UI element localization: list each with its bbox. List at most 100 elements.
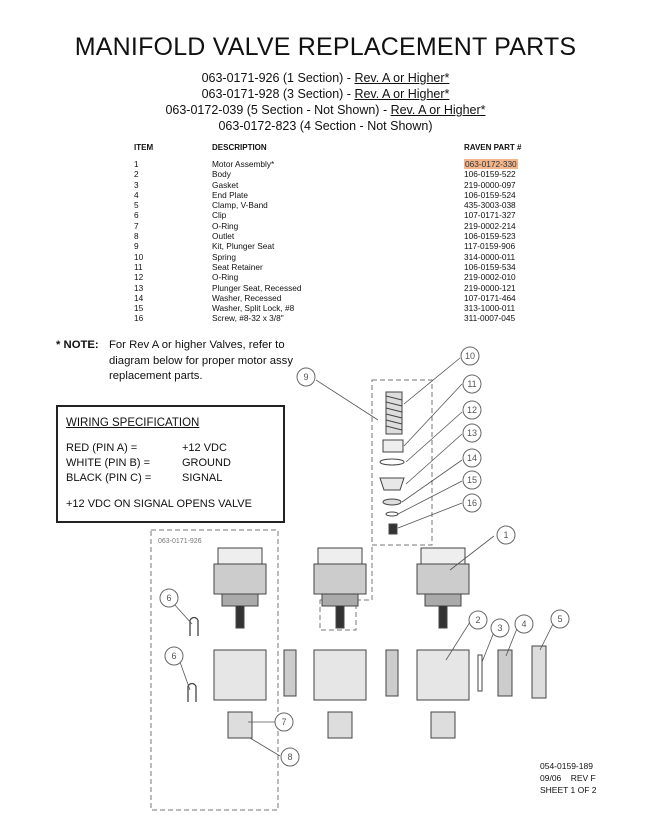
note-line: For Rev A or higher Valves, refer to — [109, 339, 285, 351]
subtitle-rev: Rev. A or Higher* — [390, 103, 486, 117]
callout-5 — [550, 609, 570, 629]
item-number: 2 — [134, 169, 139, 180]
leader-6b — [179, 661, 191, 691]
subtitle-rev: Rev. A or Higher* — [354, 71, 450, 85]
item-description: Outlet — [212, 231, 235, 242]
outlet-right — [430, 711, 456, 739]
leader-6a — [173, 603, 193, 625]
end-plate — [497, 649, 513, 697]
callout-14 — [462, 448, 482, 468]
leader-11 — [403, 383, 463, 447]
document-footer: 054-0159-189 09/06 REV F SHEET 1 OF 2 — [540, 760, 597, 796]
item-description: Clamp, V-Band — [212, 200, 268, 211]
date-revision: 09/06 REV F — [540, 773, 596, 783]
leader-4 — [505, 625, 519, 657]
plunger-seat-part — [379, 477, 405, 491]
motor-assembly-right — [416, 547, 470, 629]
wire-value: +12 VDC — [182, 442, 227, 454]
wiring-row: WHITE (PIN B) =GROUND — [66, 456, 283, 471]
v-band-clamp — [531, 645, 547, 699]
seat-retainer-part — [382, 439, 404, 453]
subtitle-prefix: 063-0172-823 (4 Section - Not Shown) — [218, 119, 433, 133]
callout-label: 1 — [503, 530, 508, 540]
wire-label: RED (PIN A) = — [66, 442, 138, 454]
callout-label: 12 — [467, 405, 477, 415]
callout-label: 8 — [287, 752, 292, 762]
note-line: diagram below for proper motor assy — [109, 354, 293, 367]
item-number: 15 — [134, 303, 144, 314]
kit-connector-line — [356, 545, 373, 601]
callout-9 — [296, 367, 316, 387]
item-number: 6 — [134, 210, 139, 221]
header-part: RAVEN PART # — [464, 143, 522, 152]
leader-8 — [249, 737, 281, 757]
motor-assembly-left — [213, 547, 267, 629]
leader-12 — [405, 411, 463, 463]
screw-part — [388, 523, 398, 535]
subtitle-rev: Rev. A or Higher* — [354, 87, 450, 101]
clip-lower — [187, 682, 197, 702]
wiring-specification-box: WIRING SPECIFICATION RED (PIN A) =+12 VD… — [56, 405, 285, 523]
leader-16 — [397, 502, 463, 529]
callout-label: 10 — [465, 351, 475, 361]
wiring-row: BLACK (PIN C) =SIGNAL — [66, 471, 283, 486]
callout-label: 5 — [557, 614, 562, 624]
item-number: 5 — [134, 200, 139, 211]
callout-label: 9 — [303, 372, 308, 382]
part-number: 219-0002-214 — [464, 220, 516, 231]
clip-upper — [189, 616, 199, 636]
callout-label: 3 — [497, 623, 502, 633]
part-number: 106-0159-523 — [464, 231, 516, 242]
callout-label: 6 — [166, 593, 171, 603]
leader-14 — [401, 459, 463, 503]
item-number: 4 — [134, 189, 139, 200]
item-description: Plunger Seat, Recessed — [212, 282, 302, 293]
callout-1 — [496, 525, 516, 545]
item-description: Screw, #8-32 x 3/8" — [212, 313, 284, 324]
item-description: O-Ring — [212, 272, 239, 283]
leader-9 — [315, 379, 379, 421]
valve-body-left — [213, 649, 267, 701]
callout-12 — [462, 400, 482, 420]
callout-3 — [490, 618, 510, 638]
item-number: 10 — [134, 251, 144, 262]
leader-13 — [405, 433, 463, 485]
subtitle-line-3: 063-0172-039 (5 Section - Not Shown) - R… — [0, 102, 651, 118]
header-item: ITEM — [134, 143, 154, 152]
callout-15 — [462, 470, 482, 490]
outlet-left — [227, 711, 253, 739]
leader-3 — [481, 631, 495, 663]
gasket-right — [477, 654, 483, 692]
subtitle-line-1: 063-0171-926 (1 Section) - Rev. A or Hig… — [0, 70, 651, 86]
callout-6 — [164, 646, 184, 666]
callout-label: 11 — [467, 379, 476, 389]
gasket-center — [385, 649, 399, 697]
item-description: Washer, Recessed — [212, 292, 282, 303]
page-title: MANIFOLD VALVE REPLACEMENT PARTS — [74, 33, 577, 61]
item-description: Spring — [212, 251, 236, 262]
outlet-center — [327, 711, 353, 739]
part-number: 106-0159-534 — [464, 261, 516, 272]
part-number: 219-0000-121 — [464, 282, 516, 293]
item-number: 11 — [134, 261, 143, 272]
part-number: 106-0159-522 — [464, 169, 516, 180]
item-description: Washer, Split Lock, #8 — [212, 303, 295, 314]
subtitle-line-4: 063-0172-823 (4 Section - Not Shown) — [0, 118, 651, 134]
lock-washer-part — [385, 511, 399, 517]
part-number: 219-0002-010 — [464, 272, 516, 283]
callout-8 — [280, 747, 300, 767]
leader-5 — [539, 621, 555, 651]
